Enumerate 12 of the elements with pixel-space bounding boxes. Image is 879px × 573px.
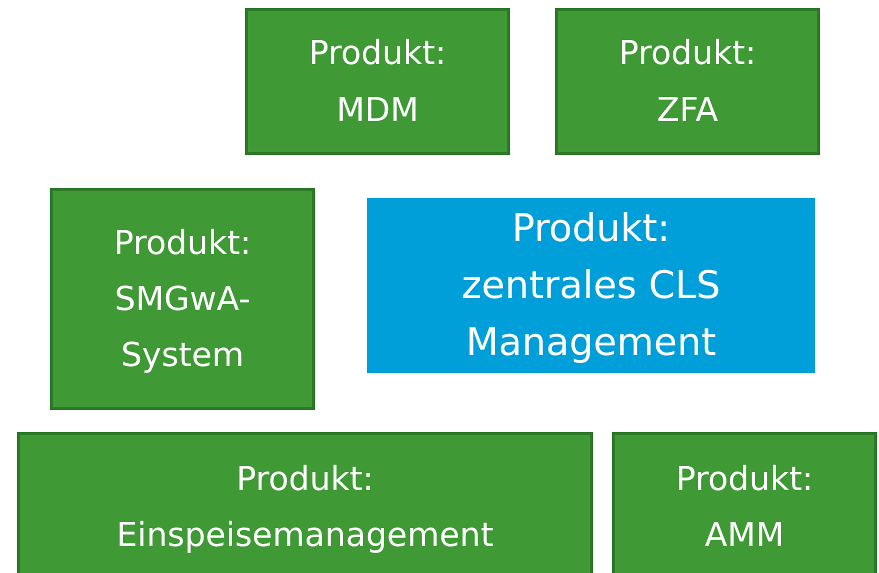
product-box <box>50 188 315 410</box>
box-label: Produkt: SMGwA-System <box>112 222 252 376</box>
product-box <box>245 8 510 155</box>
box-label: Produkt: MDM <box>308 32 448 130</box>
product-box <box>555 8 820 155</box>
box-label: Produkt: ZFA <box>618 32 758 130</box>
box-label: Produkt: zentrales CLS Management <box>460 205 722 366</box>
box-label: Produkt: Einspeisemanagement <box>115 458 495 556</box>
product-box <box>612 432 877 573</box>
box-label: Produkt: AMM <box>674 458 814 556</box>
product-box <box>367 198 815 373</box>
product-box <box>17 432 593 573</box>
